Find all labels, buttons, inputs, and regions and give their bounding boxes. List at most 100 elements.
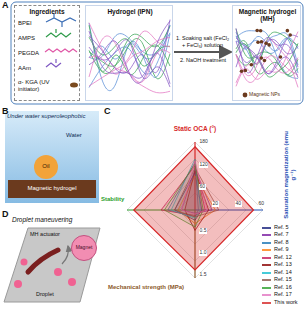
hydrogel-slab [8,180,96,198]
molecule-sketch [46,59,61,67]
part-label: Droplet [36,291,54,297]
magnetic-hydrogel-panel: Magnetic hydrogel (MH) [232,5,301,101]
droplet [68,278,76,286]
polymer-chain [89,31,170,86]
panel-letter: C [104,106,111,116]
legend-entry: Ref. 15 [262,277,292,284]
droplet [14,280,22,288]
panel-letter: A [2,0,9,10]
tick-label: 60 [199,184,206,190]
panel-frame [11,2,303,104]
initiator-icon [70,83,78,88]
magnet-circle: Magnet [71,235,97,261]
molecule-sketch [45,49,77,52]
tick-label: 1.0 [199,250,207,256]
legend-line [262,232,272,238]
tick-label: 20 [212,201,219,207]
polymer-chain [89,23,170,91]
oil-droplet [34,155,58,179]
ingredients-panel: IngredientsBPEI AMPS PEGDA AAm α- KGA (UV in… [14,5,80,101]
legend-entry: Ref. 12 [262,254,292,261]
legend-text: Ref. 9 [274,247,289,253]
legend-line [262,255,272,261]
polymer-chain [236,28,298,73]
nanoparticle [256,40,260,44]
polymer-chain [89,25,170,88]
legend-entry: Ref. 8 [262,239,289,246]
axis-title: Mechanical strength (MPa) [108,284,198,291]
legend-entry: Ref. 7 [262,232,289,239]
molecule-sketch [46,29,71,37]
node-heading: Hydrogel (IPN) [86,8,174,15]
legend-text: Ref. 16 [274,285,292,291]
legend-line [262,270,272,276]
node-item: BPEI [18,20,48,27]
legend-entry: This work [262,299,298,306]
radar-grid [127,142,263,278]
polymer-chain [236,39,298,67]
legend-text: Ref. 12 [274,255,292,261]
node-item: α- KGA (UV initiator) [18,79,72,93]
panel-title: Droplet maneuvering [12,216,72,223]
legend-text: Ref. 14 [274,270,292,276]
legend-line [262,247,272,253]
axis-title: Static OCA (°) [160,125,230,132]
polymer-chain [236,43,298,77]
legend-entry: Ref. 16 [262,284,292,291]
node-heading: Ingredients [16,8,78,15]
process-arrow [174,51,231,53]
legend-text: Ref. 13 [274,262,292,268]
axis-title: Stability [101,196,124,203]
legend-line [262,277,272,283]
nanoparticle-key [243,93,248,98]
water-tank [5,111,99,203]
panel-letter: D [2,209,9,219]
panel-title: Under water superoleophobic [7,113,97,120]
legend-entry: Ref. 17 [262,292,292,299]
molecule-sketch [46,13,76,27]
radar-series [134,147,254,270]
plate [4,228,100,302]
tick-label: 1.5 [199,272,207,278]
legend-entry: Ref. 9 [262,247,289,254]
nanoparticle [250,63,254,67]
legend-text: Ref. 5 [274,225,289,231]
slab-label: Magnetic hydrogel [10,185,94,192]
step-text: 1. Soaking salt (FeCl₂ + FeCl₃) solution [175,35,230,48]
nanoparticle [259,29,263,33]
node-heading: Magnet [71,245,97,251]
legend-line [262,262,272,268]
nanoparticle [263,59,267,63]
tick-label: 180 [199,139,208,145]
tick-label: 40 [235,201,242,207]
legend-entry: Ref. 14 [262,269,292,276]
legend-entry: Ref. 13 [262,262,292,269]
legend-text: Ref. 15 [274,277,292,283]
droplet-label: Oil [36,163,56,170]
legend-entry: Ref. 5 [262,224,289,231]
polymer-chain [236,36,298,51]
legend-text: Ref. 17 [274,292,292,298]
tick-label: 60 [258,201,265,207]
actuator-strip [28,250,58,272]
tick-label: 0.5 [199,228,207,234]
droplet [54,268,62,276]
legend-line [262,240,272,246]
step-text: 2. NaOH treatment [175,57,231,63]
nanoparticle [267,43,271,47]
motion-arrow [62,246,68,264]
node-item: AMPS [18,35,48,42]
node-heading: Magnetic hydrogel (MH) [233,8,302,23]
nanoparticle [260,40,264,44]
nanoparticle [260,56,264,60]
tick-label: 120 [199,162,208,168]
legend-text: Ref. 7 [274,232,289,238]
node-item: PEGDA [18,50,48,57]
nanoparticle [240,69,244,73]
node-item: AAm [18,65,48,72]
legend-line [262,285,272,291]
axis-title: Saturation magnetization (emu g⁻¹) [283,130,297,220]
